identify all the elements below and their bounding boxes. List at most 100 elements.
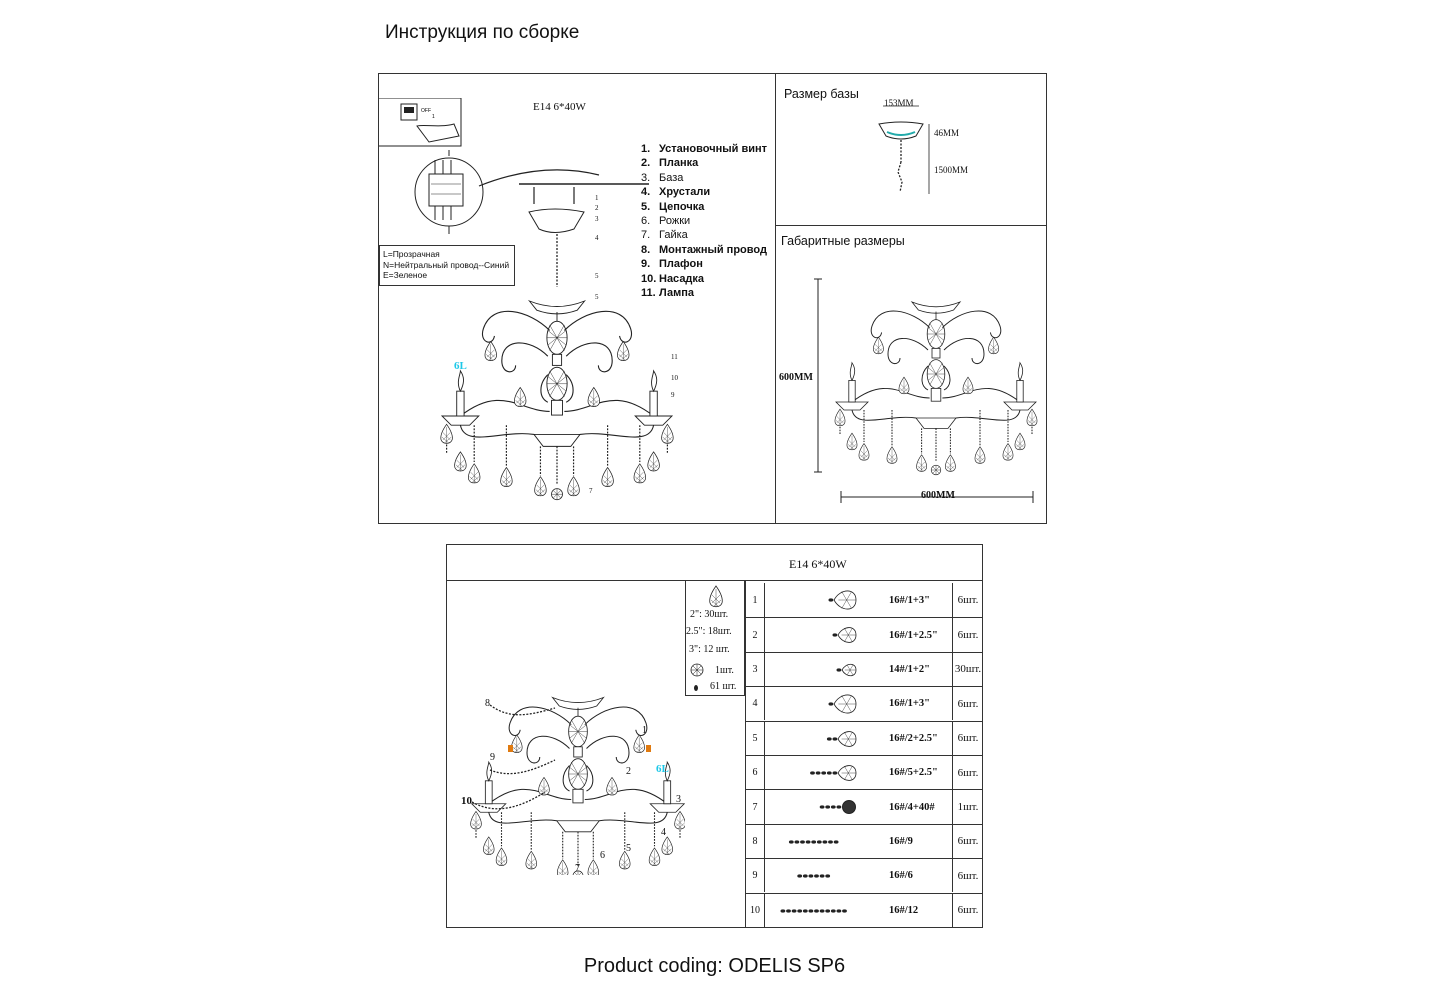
parts-list-item: 8.Монтажный провод	[641, 243, 767, 256]
parts-list-item: 11.Лампа	[641, 287, 695, 300]
power-switch-illustration: OFF 1	[379, 98, 462, 147]
bead	[821, 771, 827, 775]
bead	[797, 908, 803, 913]
crystal-strand-icon	[764, 653, 864, 686]
table-column-divider	[745, 580, 746, 928]
wire-legend-line: N=Нейтральный провод--Синий	[383, 259, 510, 270]
assembly-panel: E14 6*40W OFF 1 L=Прозрачная N=Нейтральн…	[378, 73, 776, 524]
chain-length-dim: 1500MM	[934, 165, 969, 175]
row-number: 10	[746, 893, 765, 927]
table-header-divider	[446, 580, 983, 581]
row-code: 14#/1+2"	[889, 663, 930, 675]
row-number: 9	[746, 859, 765, 893]
callout-10: 10	[671, 374, 678, 382]
row-quantity: 6шт.	[952, 687, 983, 721]
legend-line: 1шт.	[715, 665, 734, 676]
bead	[832, 771, 838, 775]
drawing-callout: 6	[600, 850, 605, 861]
row-code: 16#/2+2.5"	[889, 732, 938, 744]
callout-3: 3	[595, 215, 599, 223]
bead	[810, 771, 815, 775]
bead	[836, 805, 842, 809]
overall-width-dim: 600MM	[921, 490, 955, 501]
row-code: 16#/1+3"	[889, 698, 930, 710]
terminal-block-illustration	[414, 150, 600, 234]
row-code: 16#/9	[889, 835, 913, 847]
parts-list-item: 5.Цепочка	[641, 200, 705, 213]
crystal-strand-icon	[764, 894, 864, 927]
wire-legend-line: E=Зеленое	[383, 270, 428, 280]
arm-count-label: 6L	[454, 360, 467, 372]
row-code: 16#/1+3"	[889, 594, 930, 606]
bead	[836, 908, 842, 913]
crystal-legend	[685, 580, 745, 696]
table-spec-header: E14 6*40W	[789, 557, 847, 571]
drawing-callout: 8	[485, 698, 490, 709]
row-number: 5	[746, 721, 765, 755]
table-row: 8 16#/9 6шт.	[746, 823, 983, 859]
bead	[814, 874, 819, 878]
bead	[816, 840, 822, 844]
row-quantity: 6шт.	[952, 721, 983, 755]
bead	[786, 908, 791, 913]
ball-crystal-icon	[690, 663, 704, 677]
bead	[825, 874, 831, 878]
overall-height-dim: 600MM	[779, 372, 813, 383]
parts-list-item: 3.База	[641, 171, 684, 184]
bead	[815, 771, 821, 775]
parts-list-item: 10.Насадка	[641, 272, 705, 285]
bead	[826, 736, 832, 741]
drawing-callout: 3	[676, 794, 681, 805]
drawing-callout: 5	[626, 843, 631, 854]
drawing-callout: 10	[461, 795, 472, 807]
bead	[805, 840, 811, 844]
ball-crystal	[842, 800, 856, 815]
row-quantity: 30шт.	[952, 652, 983, 687]
bead-icon	[694, 685, 698, 691]
row-number: 3	[746, 652, 765, 687]
table-row: 5 16#/2+2.5" 6шт.	[746, 720, 983, 755]
bead	[825, 908, 831, 913]
row-code: 16#/5+2.5"	[889, 767, 938, 779]
bead	[819, 874, 825, 878]
drop-crystal-facets	[841, 765, 856, 781]
crystal-strand-drawing	[797, 874, 831, 878]
callout-5: 5	[595, 272, 599, 280]
crystal-strand-icon	[764, 859, 864, 892]
row-number: 8	[746, 824, 765, 859]
crystal-strand-icon	[764, 618, 864, 651]
drawing-callout: 7	[575, 863, 580, 874]
parts-list-item: 1.Установочный винт	[641, 143, 767, 155]
crystal-strand-drawing	[836, 663, 857, 676]
bead	[828, 598, 834, 602]
row-quantity: 6шт.	[952, 756, 983, 790]
page-title: Инструкция по сборке	[385, 22, 580, 43]
callout-4: 4	[595, 234, 599, 242]
row-quantity: 6шт.	[952, 859, 983, 893]
crystal-strand-drawing	[828, 590, 857, 610]
row-quantity: 6шт.	[952, 893, 983, 927]
crystal-parts-table: E14 6*40W	[446, 544, 983, 928]
parts-list: 1.Установочный винт 2.Планка 3.База 4.Хр…	[641, 142, 767, 300]
parts-list-item: 9.Плафон	[641, 258, 703, 271]
legend-line: 3": 12 шт.	[689, 644, 730, 655]
bead	[802, 908, 808, 913]
crystal-strand-drawing	[780, 908, 847, 913]
row-code: 16#/12	[889, 904, 919, 916]
crystal-strand-icon	[764, 722, 864, 755]
table-row: 3 14#/1+2" 30шт.	[746, 651, 983, 687]
chandelier-assembly-drawing	[439, 183, 709, 504]
row-code: 16#/4+40#	[889, 801, 935, 813]
parts-list-item: 6.Рожки	[641, 215, 691, 228]
row-number: 1	[746, 583, 765, 618]
crystal-strand-icon	[764, 583, 864, 617]
bead	[822, 840, 828, 844]
product-coding: Product coding: ODELIS SP6	[583, 955, 846, 977]
crystal-strand-icon	[764, 790, 864, 823]
overall-dimensions-drawing	[814, 278, 1048, 503]
base-size-panel: Размер базы 153MM 46MM 1500MM	[775, 73, 1047, 226]
row-quantity: 6шт.	[952, 824, 983, 859]
bead	[828, 702, 834, 706]
crystal-strand-drawing	[832, 627, 857, 644]
